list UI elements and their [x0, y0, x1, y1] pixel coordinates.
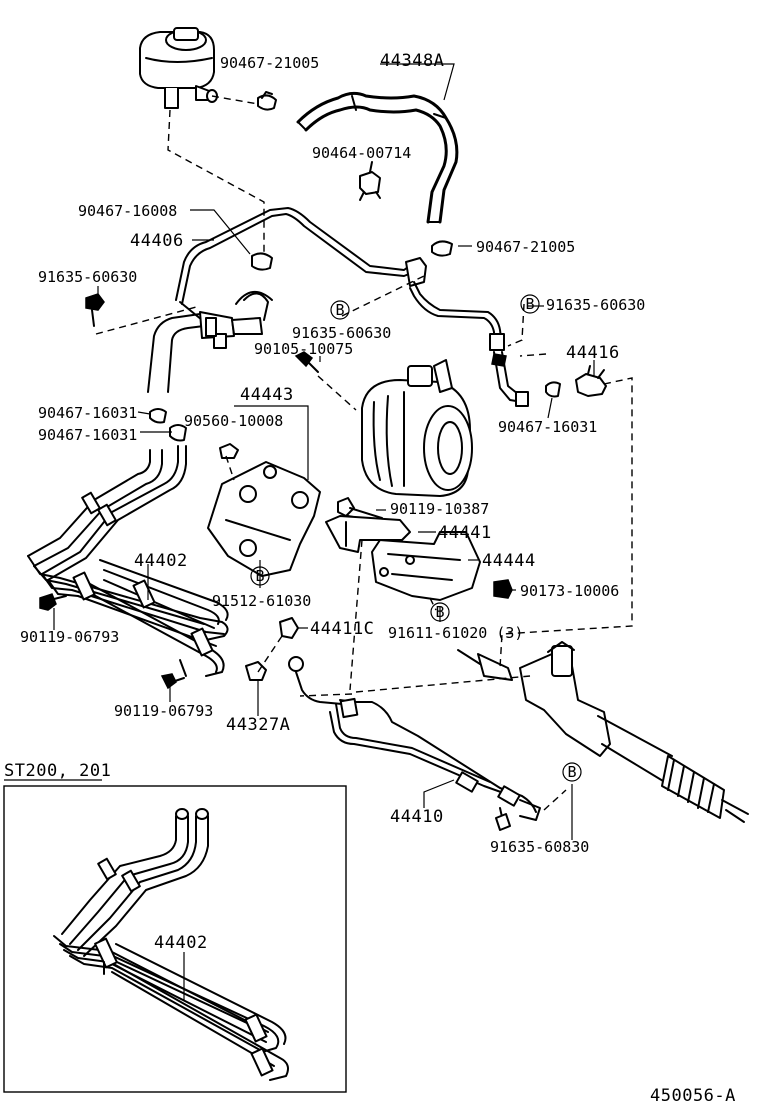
label-91611-61020: 91611-61020 (3) — [388, 624, 523, 642]
bracket-44441 — [325, 515, 411, 553]
cooler-pipe-44402-inset — [53, 808, 289, 1081]
label-90173-10006: 90173-10006 — [520, 582, 619, 600]
label-44444: 44444 — [482, 551, 536, 571]
leader-lines — [53, 63, 595, 1000]
label-44402-main: 44402 — [134, 551, 188, 571]
label-90467-16008: 90467-16008 — [78, 202, 177, 220]
bracket-44444 — [371, 531, 481, 601]
cooler-pipe-44402-main — [27, 445, 229, 677]
pressure-switch-44416 — [575, 365, 607, 397]
clamp-90464-00714 — [359, 161, 381, 201]
label-90464-00714: 90464-00714 — [312, 144, 411, 162]
pressure-tube-44406 — [147, 207, 529, 407]
label-90105-10075: 90105-10075 — [254, 340, 353, 358]
label-90467-21005-top: 90467-21005 — [220, 54, 319, 72]
label-91635-60630-center: 91635-60630 — [292, 324, 391, 342]
hose-clamp-90467-21005-mid — [431, 240, 453, 257]
figure-number: 450056-A — [650, 1086, 736, 1106]
clamp-44411C — [279, 617, 299, 639]
label-90467-16031-b: 90467-16031 — [38, 426, 137, 444]
clamp-90467-16031-b — [169, 424, 187, 442]
callout-b-center: B — [330, 300, 350, 320]
label-44348A: 44348A — [380, 51, 444, 71]
vane-pump — [361, 359, 473, 497]
label-91512-61030: 91512-61030 — [212, 592, 311, 610]
svg-text:B: B — [567, 763, 576, 781]
label-90119-06793-a: 90119-06793 — [20, 628, 119, 646]
bolt-90105-10075 — [294, 351, 319, 373]
inset-st200-201: ST200, 201 44402 — [3, 761, 347, 1093]
label-44416: 44416 — [566, 343, 620, 363]
cushion-90173-10006 — [493, 579, 513, 599]
label-91635-60630-left: 91635-60630 — [38, 268, 137, 286]
clamp-44327A — [245, 661, 267, 681]
nut-90560-10008 — [219, 443, 239, 459]
pressure-tube-44410 — [288, 656, 541, 831]
label-91635-60630-right: 91635-60630 — [546, 296, 645, 314]
union-bolt-91635-60630-right — [491, 353, 507, 367]
steering-gear-rack — [457, 641, 749, 823]
label-90560-10008: 90560-10008 — [184, 412, 283, 430]
svg-text:B: B — [255, 567, 264, 585]
clamp-90467-16031-a — [149, 408, 167, 424]
label-90467-16031-right: 90467-16031 — [498, 418, 597, 436]
callout-b-rack: B — [562, 762, 582, 782]
label-90467-21005-mid: 90467-21005 — [476, 238, 575, 256]
clamp-90467-16031-right — [545, 381, 561, 398]
label-44441: 44441 — [438, 523, 492, 543]
svg-text:B: B — [335, 301, 344, 319]
bolt-90119-06793-b — [160, 673, 185, 690]
label-90467-16031-a: 90467-16031 — [38, 404, 137, 422]
label-44327A: 44327A — [226, 715, 290, 735]
callout-b-bracket: B — [250, 566, 270, 586]
label-91635-60830: 91635-60830 — [490, 838, 589, 856]
label-44410: 44410 — [390, 807, 444, 827]
label-44411C: 44411C — [310, 619, 374, 639]
label-44406: 44406 — [130, 231, 184, 251]
part-labels: 90467-21005 44348A 90464-00714 90467-160… — [20, 51, 645, 856]
inset-title: ST200, 201 — [4, 761, 111, 781]
bolt-90119-06793-a — [39, 593, 67, 611]
label-90119-10387: 90119-10387 — [390, 500, 489, 518]
union-bolt-91635-60630-left — [85, 293, 105, 327]
svg-text:B: B — [435, 603, 444, 621]
callout-b-right: B — [520, 294, 540, 314]
pump-bracket-44443 — [207, 461, 321, 577]
label-90119-06793-b: 90119-06793 — [114, 702, 213, 720]
hose-clamp-90467-21005-top — [257, 91, 277, 111]
return-hose-44348A — [296, 91, 459, 224]
label-44443: 44443 — [240, 385, 294, 405]
reservoir-tank — [139, 27, 218, 109]
assembly-lines — [95, 95, 633, 811]
label-44402-inset: 44402 — [154, 933, 208, 953]
callout-b-bracket-lower: B — [430, 602, 450, 622]
svg-text:B: B — [525, 295, 534, 313]
